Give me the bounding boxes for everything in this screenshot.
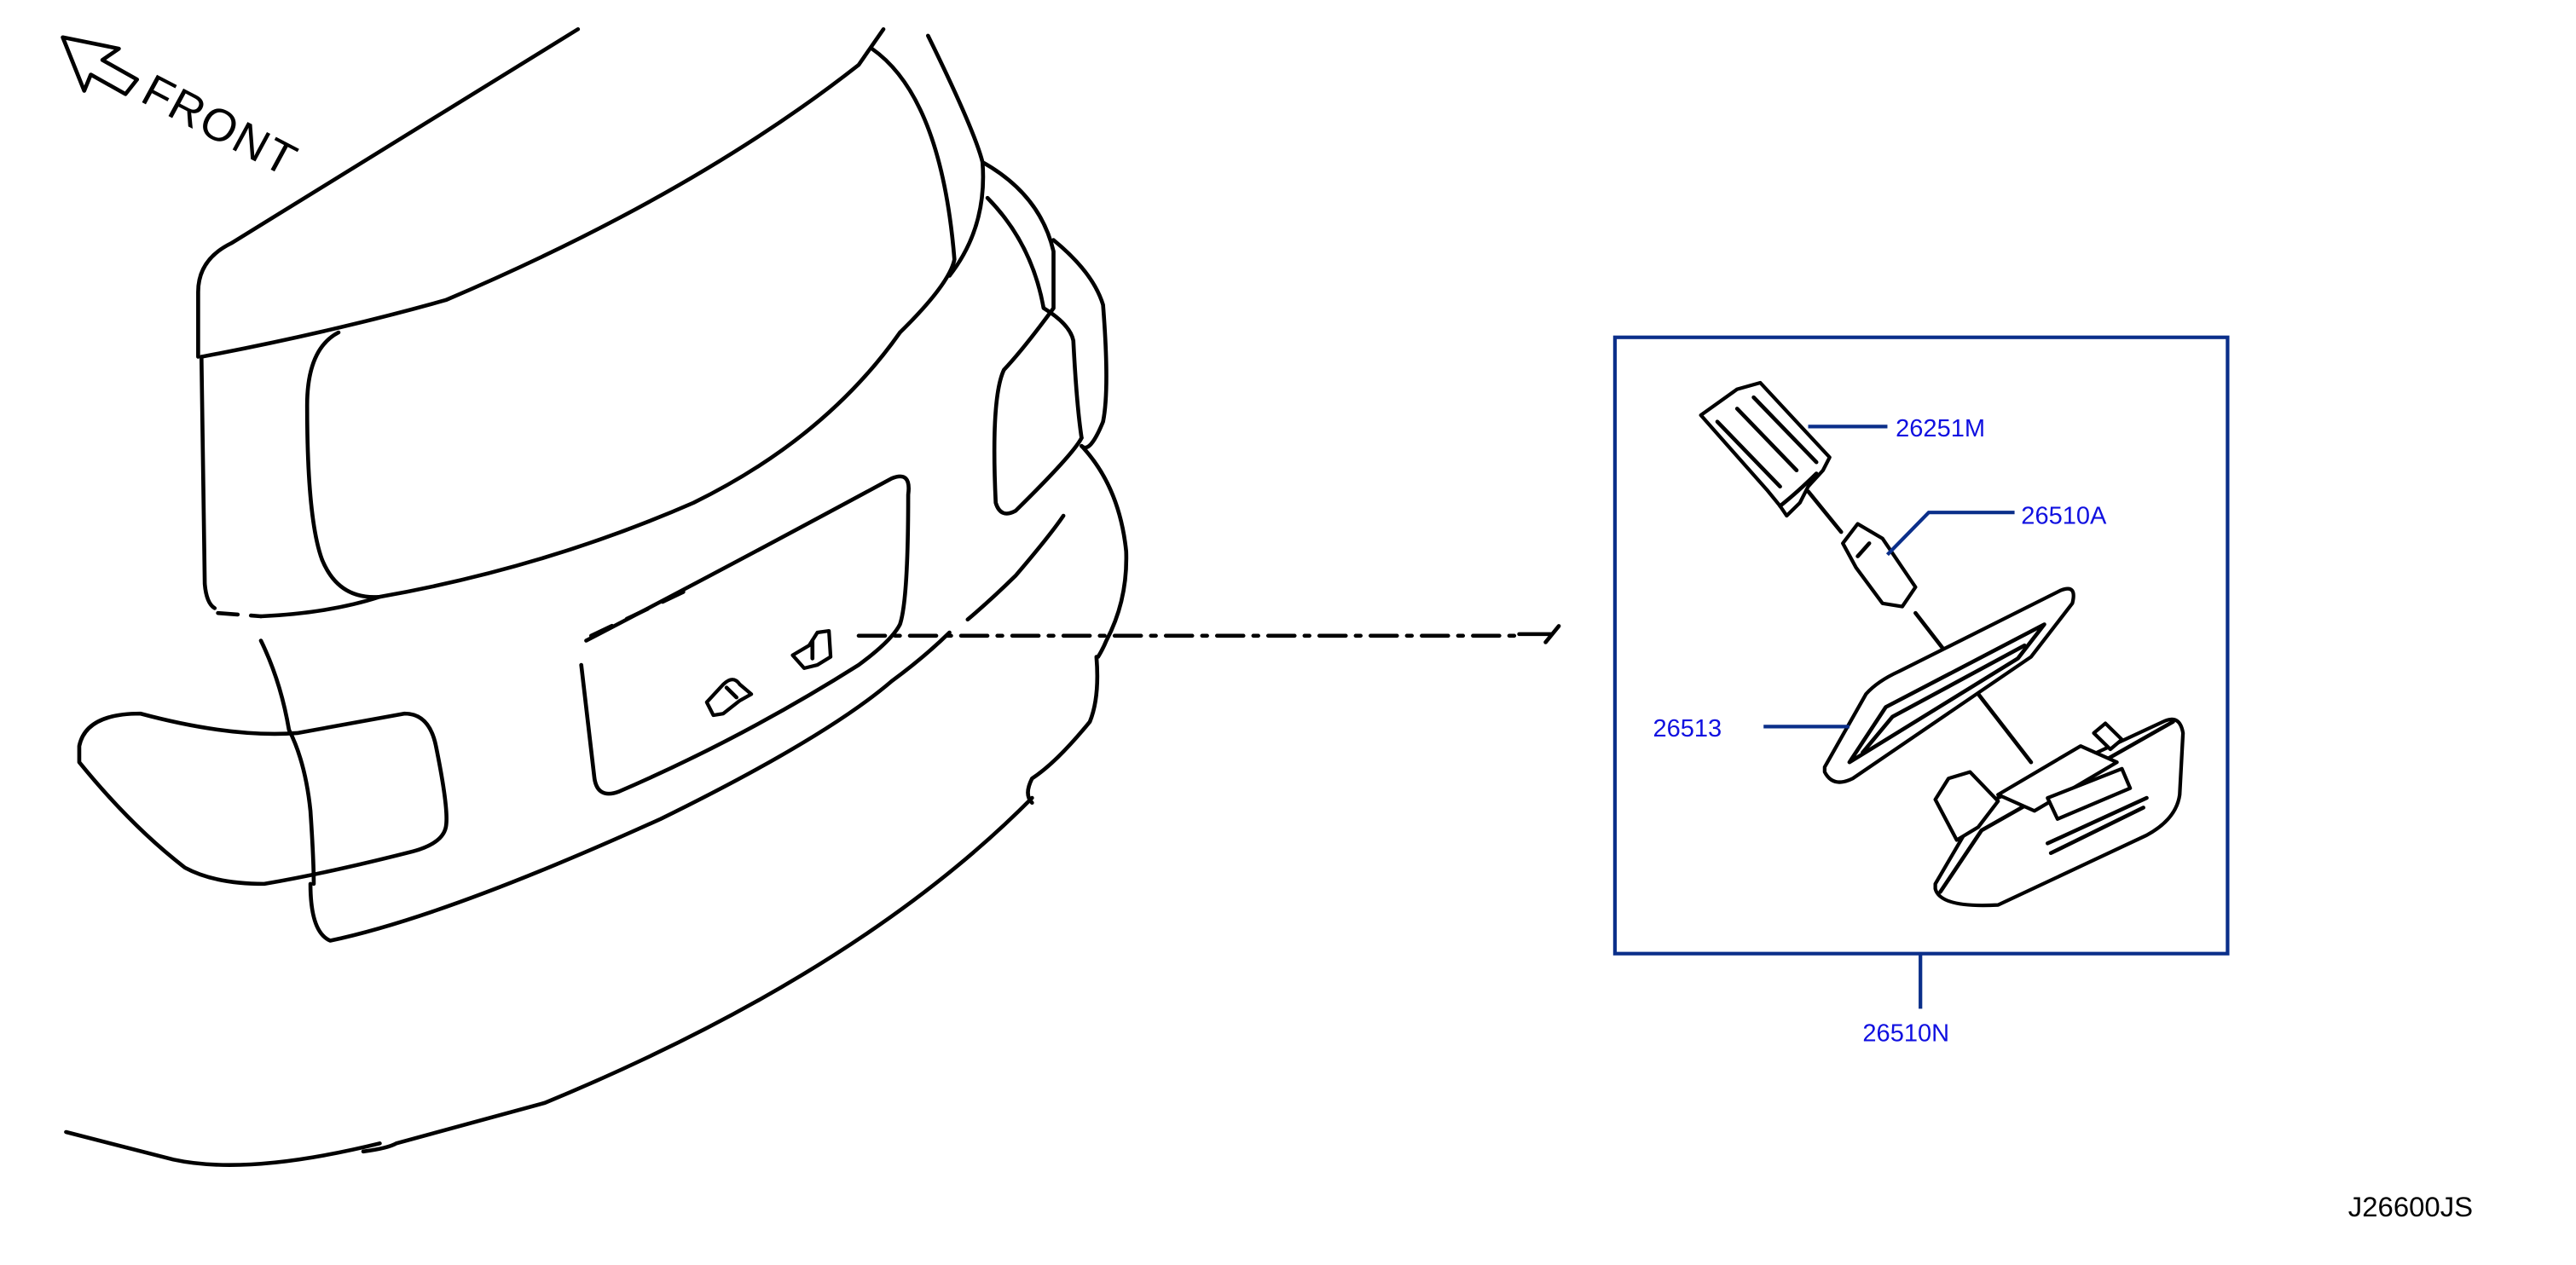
front-arrow-icon	[61, 35, 140, 96]
callout-leaders	[1763, 425, 2015, 729]
front-label: FRONT	[134, 65, 306, 187]
vehicle-rear-body	[64, 26, 1129, 1167]
callout-labels: 26251M 26510A 26513 26510N	[1653, 415, 2107, 1047]
diagram-code: J26600JS	[2348, 1191, 2473, 1222]
front-direction-indicator: FRONT	[61, 35, 306, 187]
license-lamp-left-mount	[704, 678, 754, 718]
assembly-location-leader	[856, 624, 1561, 644]
socket-part	[1699, 380, 1844, 534]
callout-lens-label: 26513	[1653, 715, 1722, 742]
license-lamp-right-mount	[790, 629, 833, 670]
callout-assembly-label: 26510N	[1862, 1020, 1949, 1048]
housing-part	[1933, 717, 2185, 908]
callout-socket-label: 26251M	[1896, 415, 1985, 442]
lens-part	[1822, 586, 2075, 784]
assembly-frame	[1612, 335, 2230, 1009]
callout-bulb-label: 26510A	[2021, 503, 2107, 530]
